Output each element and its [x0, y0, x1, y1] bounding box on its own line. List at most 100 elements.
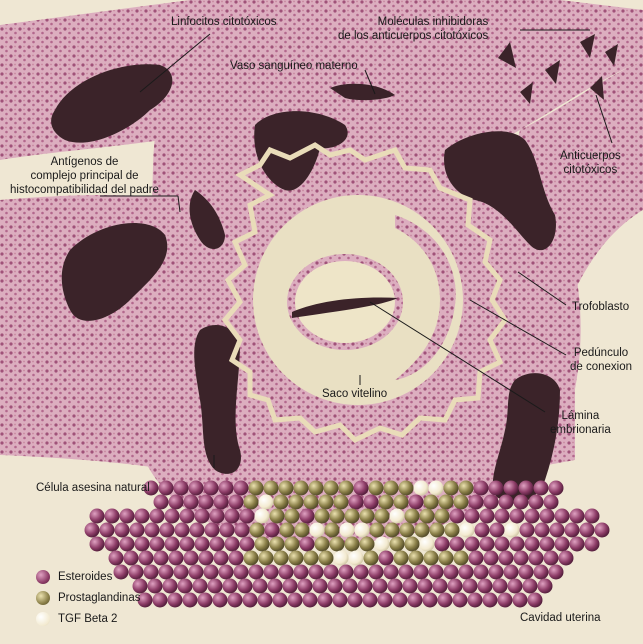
label-connecting-stalk: Pedúnculo de conexion: [570, 347, 632, 375]
molecule-sphere: [493, 579, 508, 594]
molecule-sphere: [364, 551, 379, 566]
molecule-sphere: [258, 593, 273, 608]
molecule-sphere: [328, 579, 343, 594]
molecule-sphere: [279, 565, 294, 580]
molecule-sphere: [483, 593, 498, 608]
molecule-sphere: [199, 551, 214, 566]
molecule-sphere: [274, 551, 289, 566]
molecule-sphere: [168, 593, 183, 608]
molecule-sphere: [259, 551, 274, 566]
molecule-sphere: [460, 523, 475, 538]
molecule-sphere: [369, 481, 384, 496]
molecule-sphere: [450, 509, 465, 524]
molecule-sphere: [405, 509, 420, 524]
molecule-sphere: [414, 481, 429, 496]
molecule-sphere: [465, 509, 480, 524]
molecule-sphere: [174, 565, 189, 580]
molecule-sphere: [424, 551, 439, 566]
molecule-sphere: [529, 551, 544, 566]
label-paternal-antigens: Antígenos de complejo principal de histo…: [10, 156, 159, 197]
molecule-sphere: [429, 481, 444, 496]
steroid-swatch: [36, 570, 50, 584]
label-trophoblast: Trofoblasto: [572, 301, 629, 315]
molecule-sphere: [280, 523, 295, 538]
molecule-sphere: [504, 565, 519, 580]
molecule-sphere: [439, 551, 454, 566]
molecule-sphere: [268, 579, 283, 594]
molecule-sphere: [319, 495, 334, 510]
molecule-sphere: [375, 537, 390, 552]
molecule-sphere: [375, 509, 390, 524]
molecule-sphere: [105, 509, 120, 524]
molecule-sphere: [130, 523, 145, 538]
molecule-sphere: [270, 509, 285, 524]
molecule-sphere: [534, 565, 549, 580]
molecule-sphere: [379, 495, 394, 510]
molecule-sphere: [363, 593, 378, 608]
molecule-sphere: [333, 593, 348, 608]
molecule-sphere: [325, 523, 340, 538]
molecule-sphere: [198, 593, 213, 608]
molecule-sphere: [225, 509, 240, 524]
molecule-sphere: [274, 495, 289, 510]
molecule-sphere: [183, 593, 198, 608]
molecule-sphere: [343, 579, 358, 594]
molecule-sphere: [90, 537, 105, 552]
molecule-sphere: [169, 551, 184, 566]
molecule-sphere: [495, 509, 510, 524]
molecule-sphere: [514, 495, 529, 510]
molecule-sphere: [234, 565, 249, 580]
molecule-sphere: [480, 509, 495, 524]
molecule-sphere: [379, 551, 394, 566]
molecule-sphere: [219, 565, 234, 580]
molecule-sphere: [559, 551, 574, 566]
molecule-sphere: [255, 509, 270, 524]
molecule-sphere: [223, 579, 238, 594]
molecule-sphere: [409, 495, 424, 510]
molecule-sphere: [243, 593, 258, 608]
molecule-sphere: [388, 579, 403, 594]
molecule-sphere: [520, 523, 535, 538]
molecule-sphere: [595, 523, 610, 538]
molecule-sphere: [195, 537, 210, 552]
molecule-sphere: [430, 523, 445, 538]
molecule-sphere: [423, 593, 438, 608]
molecule-sphere: [264, 565, 279, 580]
label-uterine-cavity: Cavidad uterina: [520, 612, 601, 626]
molecule-sphere: [514, 551, 529, 566]
molecule-sphere: [418, 579, 433, 594]
molecule-sphere: [139, 551, 154, 566]
molecule-sphere: [205, 523, 220, 538]
molecule-sphere: [454, 495, 469, 510]
molecule-sphere: [399, 565, 414, 580]
molecule-sphere: [525, 509, 540, 524]
molecule-sphere: [550, 523, 565, 538]
molecule-sphere: [424, 495, 439, 510]
molecule-sphere: [165, 509, 180, 524]
molecule-sphere: [100, 523, 115, 538]
molecule-sphere: [475, 523, 490, 538]
molecule-sphere: [354, 481, 369, 496]
molecule-sphere: [324, 565, 339, 580]
molecule-sphere: [285, 509, 300, 524]
molecule-sphere: [490, 523, 505, 538]
molecule-sphere: [355, 523, 370, 538]
molecule-sphere: [214, 551, 229, 566]
molecule-sphere: [354, 565, 369, 580]
molecule-sphere: [115, 523, 130, 538]
molecule-sphere: [513, 593, 528, 608]
molecule-sphere: [154, 551, 169, 566]
molecule-sphere: [153, 593, 168, 608]
label-cytotoxic-lymphocytes: Linfocitos citotóxicos: [171, 16, 276, 30]
molecule-sphere: [459, 481, 474, 496]
molecule-sphere: [489, 481, 504, 496]
molecule-sphere: [273, 593, 288, 608]
molecule-sphere: [394, 551, 409, 566]
molecule-sphere: [495, 537, 510, 552]
molecule-sphere: [160, 523, 175, 538]
molecule-sphere: [213, 593, 228, 608]
molecule-sphere: [499, 551, 514, 566]
molecule-sphere: [189, 565, 204, 580]
molecule-sphere: [324, 481, 339, 496]
